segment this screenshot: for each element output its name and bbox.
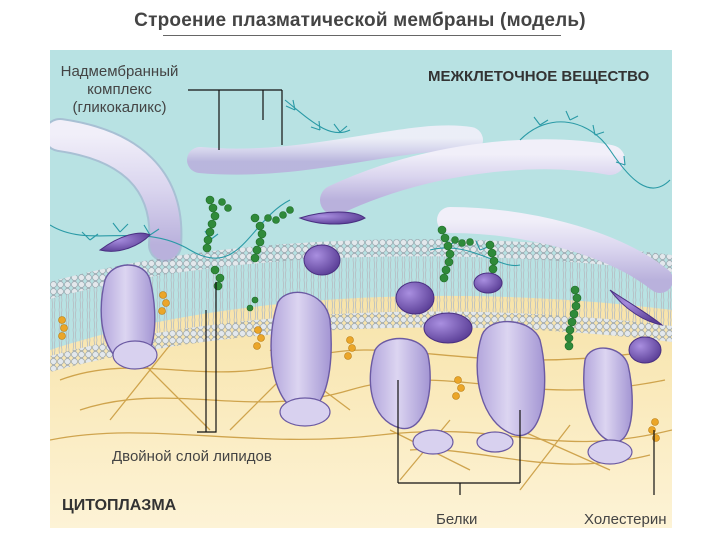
cytoplasm-label: ЦИТОПЛАЗМА	[62, 497, 176, 515]
glycocalyx-label: Надмембранный комплекс (гликокаликс)	[52, 63, 187, 117]
title-underline	[163, 35, 561, 36]
cholesterol-label: Холестерин	[584, 511, 667, 529]
proteins-label: Белки	[436, 511, 477, 529]
intercellular-substance-label: МЕЖКЛЕТОЧНОЕ ВЕЩЕСТВО	[428, 68, 649, 86]
lipid-bilayer-label: Двойной слой липидов	[112, 448, 272, 466]
diagram-title: Строение плазматической мембраны (модель…	[0, 10, 720, 32]
